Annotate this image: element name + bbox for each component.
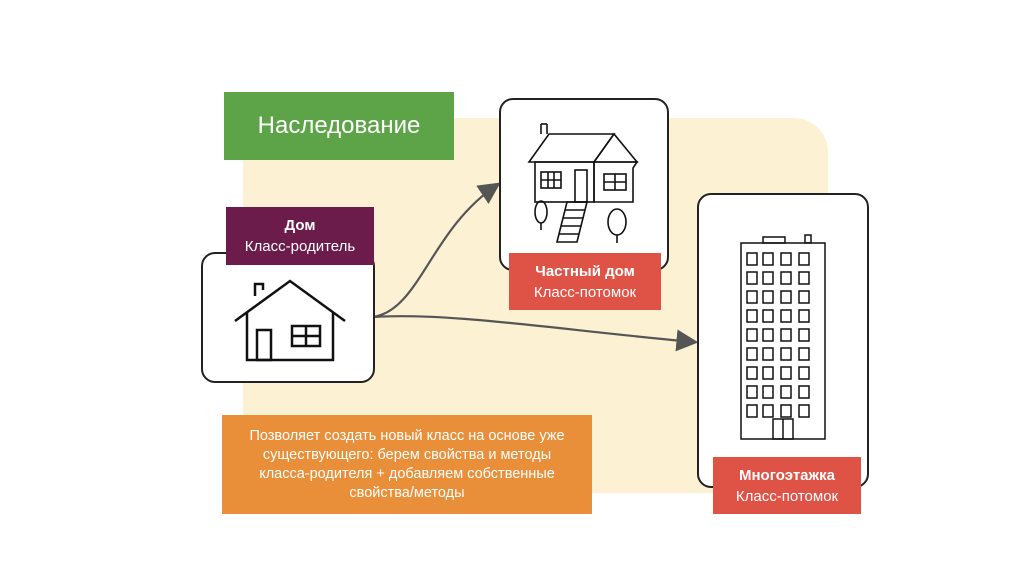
apartment-building-role: Класс-потомок	[736, 486, 838, 507]
cottage-icon	[519, 112, 649, 247]
parent-class-label: Дом Класс-родитель	[226, 207, 374, 265]
parent-class-name: Дом	[285, 215, 316, 236]
apartment-building-name: Многоэтажка	[739, 465, 835, 486]
diagram-title: Наследование	[224, 92, 454, 160]
apartment-building-icon	[733, 231, 833, 441]
private-house-card	[499, 98, 669, 271]
parent-class-role: Класс-родитель	[245, 236, 355, 257]
private-house-label: Частный дом Класс-потомок	[509, 253, 661, 310]
house-icon	[230, 276, 350, 366]
apartment-building-card	[697, 193, 869, 488]
arrow-to-apartment-building	[373, 316, 694, 342]
apartment-building-label: Многоэтажка Класс-потомок	[713, 457, 861, 514]
private-house-role: Класс-потомок	[534, 282, 636, 303]
description-box: Позволяет создать новый класс на основе …	[222, 415, 592, 514]
description-text: Позволяет создать новый класс на основе …	[236, 427, 578, 503]
parent-class-card	[201, 252, 375, 383]
arrow-to-private-house	[373, 185, 497, 317]
private-house-name: Частный дом	[535, 261, 634, 282]
